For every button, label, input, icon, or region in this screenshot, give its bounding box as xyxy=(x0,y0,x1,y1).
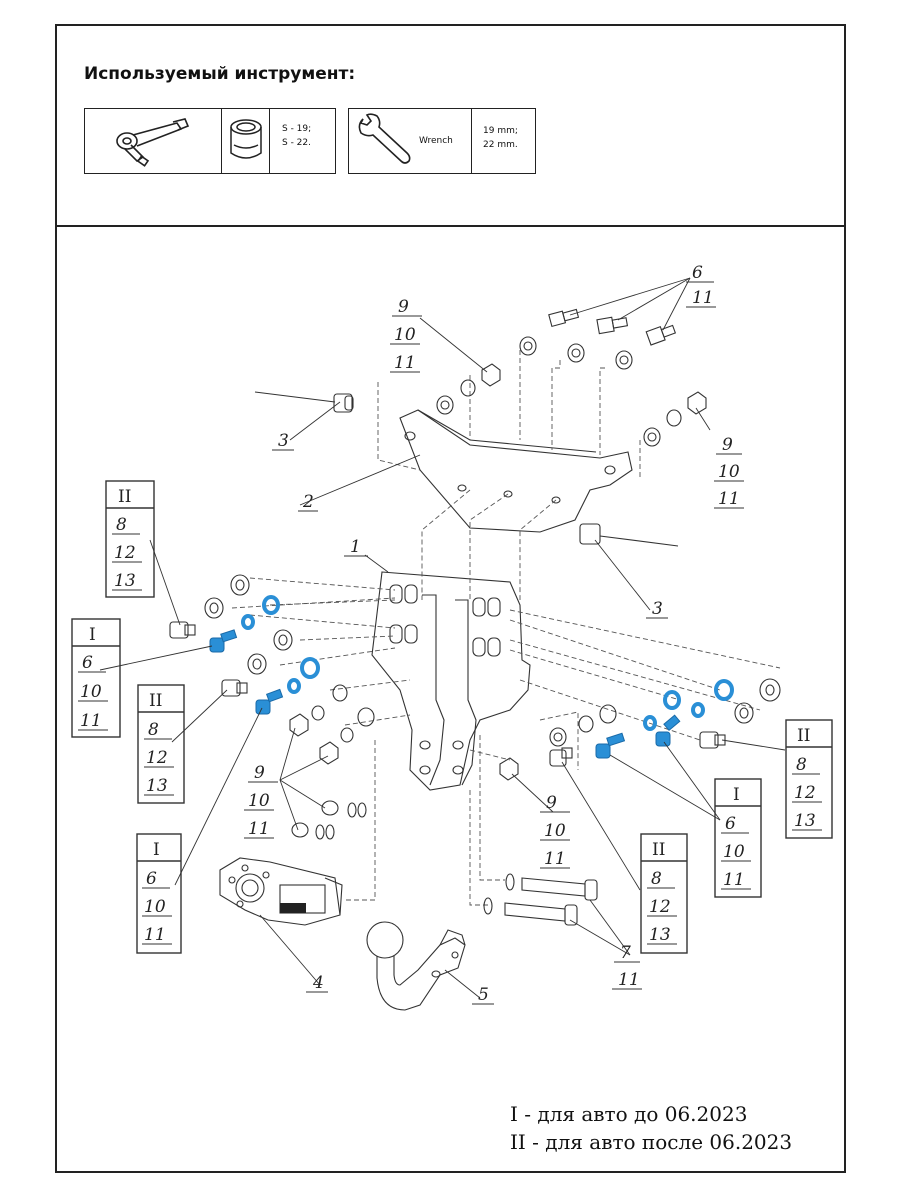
variant-box-II-left-mid: II 8 12 13 xyxy=(137,684,185,804)
callout-3-right: 3 xyxy=(652,599,663,619)
item-6: 6 xyxy=(725,814,736,834)
variant-box-II-left-top: II 8 12 13 xyxy=(105,480,155,598)
callout-10-right: 10 xyxy=(718,462,740,482)
socket-icon xyxy=(230,119,262,159)
tow-ball-part-5 xyxy=(366,921,466,1011)
callout-5: 5 xyxy=(478,985,489,1005)
roman-I: I xyxy=(153,840,160,860)
callout-10-left: 10 xyxy=(248,791,270,811)
socket-size-2: S - 22. xyxy=(282,138,311,148)
highlight-bolt-left-1 xyxy=(209,629,238,653)
variant-box-I-left: I 6 10 11 xyxy=(71,618,121,738)
variant-box-II-right-top: II 8 12 13 xyxy=(785,719,833,839)
callout-11-left: 11 xyxy=(248,819,270,839)
item-8: 8 xyxy=(148,720,159,740)
callout-10-mid: 10 xyxy=(544,821,566,841)
callout-11-top-left: 11 xyxy=(394,353,416,373)
roman-I: I xyxy=(733,785,740,805)
leader-lines xyxy=(99,277,786,999)
callout-9-top: 9 xyxy=(398,297,409,317)
item-8: 8 xyxy=(796,755,807,775)
left-fasteners xyxy=(169,574,375,840)
assembly-lines xyxy=(231,350,781,906)
right-fasteners xyxy=(499,678,781,781)
bolts-part-6 xyxy=(519,308,677,370)
socket-cell xyxy=(222,109,270,173)
wrench-size-2: 22 mm. xyxy=(483,140,518,150)
tools-title: Используемый инструмент: xyxy=(84,64,356,84)
ratchet-icon xyxy=(116,118,190,167)
item-12: 12 xyxy=(794,783,816,803)
variant-box-I-right: I 6 10 11 xyxy=(714,778,762,898)
callout-9-left: 9 xyxy=(254,763,265,783)
main-bracket-part-1 xyxy=(371,571,531,791)
callout-11-mid: 11 xyxy=(544,849,566,869)
wrench-cell: Wrench xyxy=(349,109,472,173)
variant-legend: I - для авто до 06.2023 II - для авто по… xyxy=(510,1100,792,1156)
item-11: 11 xyxy=(80,711,102,731)
callout-9-mid: 9 xyxy=(546,793,557,813)
item-8: 8 xyxy=(116,515,127,535)
callouts: 6 11 9 10 11 9 10 11 3 2 1 3 9 10 11 9 1… xyxy=(244,263,744,1005)
variant-box-II-right-bottom: II 8 12 13 xyxy=(640,833,688,954)
item-13: 13 xyxy=(114,571,136,591)
socket-size-1: S - 19; xyxy=(282,124,312,134)
variant-box-I-left-bottom: I 6 10 11 xyxy=(136,833,182,954)
callout-9-right: 9 xyxy=(722,435,733,455)
nuts-washers-top xyxy=(436,363,707,447)
roman-II: II xyxy=(797,726,810,746)
callout-1: 1 xyxy=(350,537,361,557)
item-13: 13 xyxy=(146,776,168,796)
item-6: 6 xyxy=(82,653,93,673)
callout-7: 7 xyxy=(620,943,631,963)
item-11: 11 xyxy=(723,870,745,890)
bolts-part-7 xyxy=(483,873,598,926)
callout-4: 4 xyxy=(312,973,324,993)
bolts-part-3 xyxy=(254,391,679,547)
highlight-bolt-right-2 xyxy=(595,732,626,759)
roman-II: II xyxy=(149,691,162,711)
wrench-icon xyxy=(358,113,411,164)
item-8: 8 xyxy=(651,869,662,889)
callout-2: 2 xyxy=(302,492,314,512)
socket-plate-part-4 xyxy=(219,857,343,926)
item-10: 10 xyxy=(144,897,166,917)
item-6: 6 xyxy=(146,869,157,889)
item-12: 12 xyxy=(146,748,168,768)
item-10: 10 xyxy=(723,842,745,862)
item-10: 10 xyxy=(80,682,102,702)
callout-11-top: 11 xyxy=(692,288,714,308)
legend-line-1: I - для авто до 06.2023 xyxy=(510,1102,748,1126)
ratchet-cell xyxy=(85,109,222,173)
tool-box-wrench: Wrench 19 mm; 22 mm. xyxy=(348,108,536,174)
callout-3-left: 3 xyxy=(278,431,289,451)
item-11: 11 xyxy=(144,925,166,945)
wrench-size-1: 19 mm; xyxy=(483,126,518,136)
roman-II: II xyxy=(118,487,131,507)
roman-I: I xyxy=(89,625,96,645)
wrench-label: Wrench xyxy=(419,136,453,146)
legend-line-2: II - для авто после 06.2023 xyxy=(510,1130,793,1154)
callout-11-right: 11 xyxy=(718,489,740,509)
item-12: 12 xyxy=(114,543,136,563)
item-13: 13 xyxy=(649,925,671,945)
item-13: 13 xyxy=(794,811,816,831)
callout-11-bottom: 11 xyxy=(618,970,640,990)
highlight-bolt-left-2 xyxy=(255,688,284,715)
sheet-frame xyxy=(55,24,846,1173)
highlight-bolt-right-1 xyxy=(655,714,681,747)
item-12: 12 xyxy=(649,897,671,917)
callout-6-top: 6 xyxy=(692,263,703,283)
roman-II: II xyxy=(652,840,665,860)
tool-box-socket: S - 19; S - 22. xyxy=(84,108,336,174)
bracket-part-2 xyxy=(399,409,633,533)
callout-10-top: 10 xyxy=(394,325,416,345)
section-divider xyxy=(55,225,846,227)
